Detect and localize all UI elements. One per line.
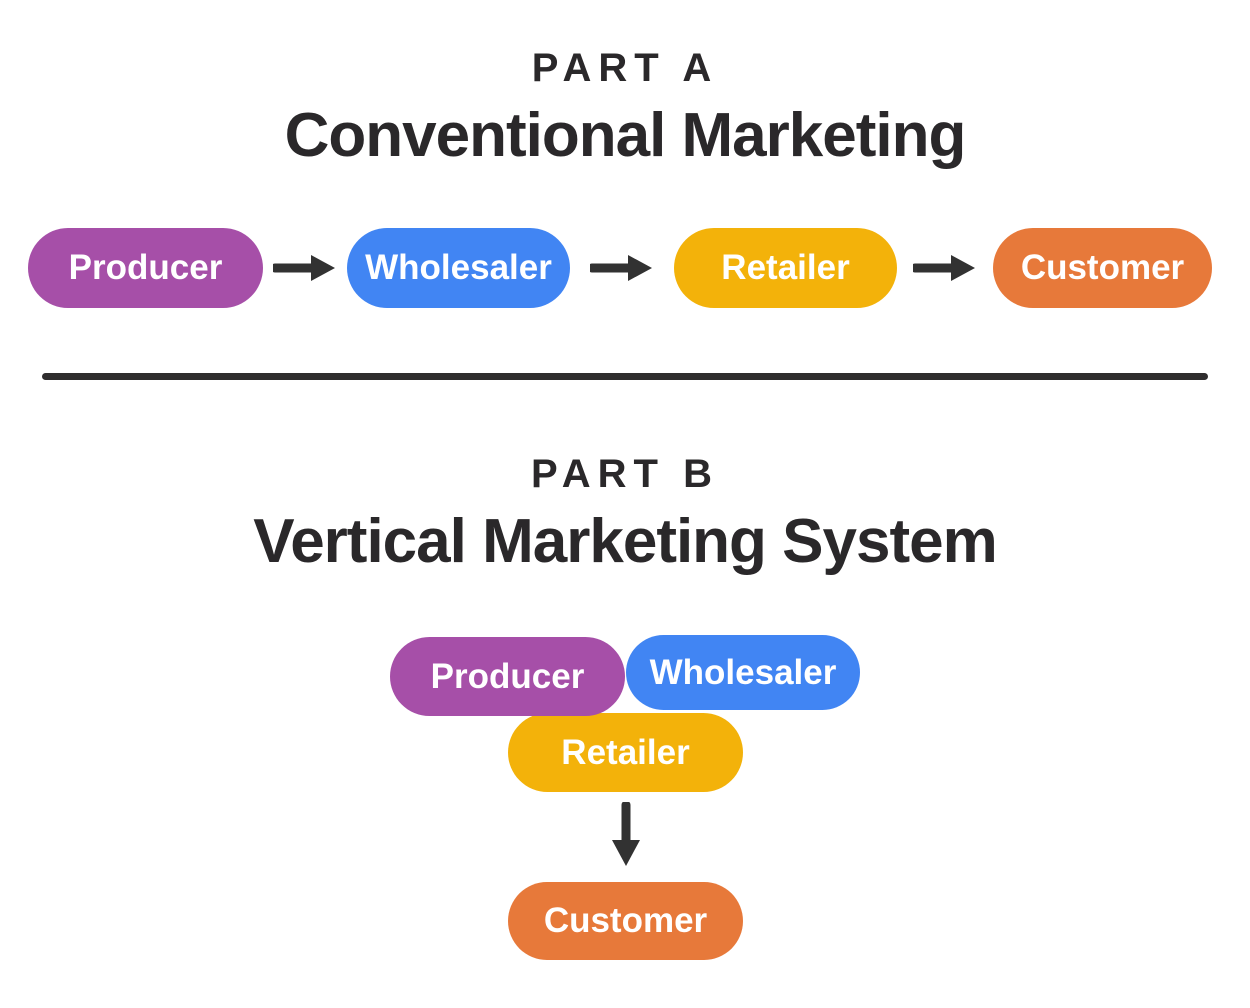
right-arrow-icon — [590, 255, 652, 281]
node-customer: Customer — [508, 882, 743, 960]
part-b-title: Vertical Marketing System — [253, 507, 997, 576]
down-arrow-icon — [612, 802, 640, 866]
node-wholesaler: Wholesaler — [347, 228, 570, 308]
part-a-kicker: PART A — [531, 46, 719, 90]
node-retailer: Retailer — [508, 713, 743, 792]
node-producer: Producer — [28, 228, 263, 308]
node-producer: Producer — [390, 637, 625, 716]
section-divider — [42, 373, 1208, 380]
right-arrow-icon — [913, 255, 975, 281]
part-a-title: Conventional Marketing — [284, 101, 967, 170]
part-b-kicker: PART B — [531, 452, 719, 496]
node-wholesaler: Wholesaler — [626, 635, 860, 710]
node-customer: Customer — [993, 228, 1212, 308]
right-arrow-icon — [273, 255, 335, 281]
node-retailer: Retailer — [674, 228, 897, 308]
